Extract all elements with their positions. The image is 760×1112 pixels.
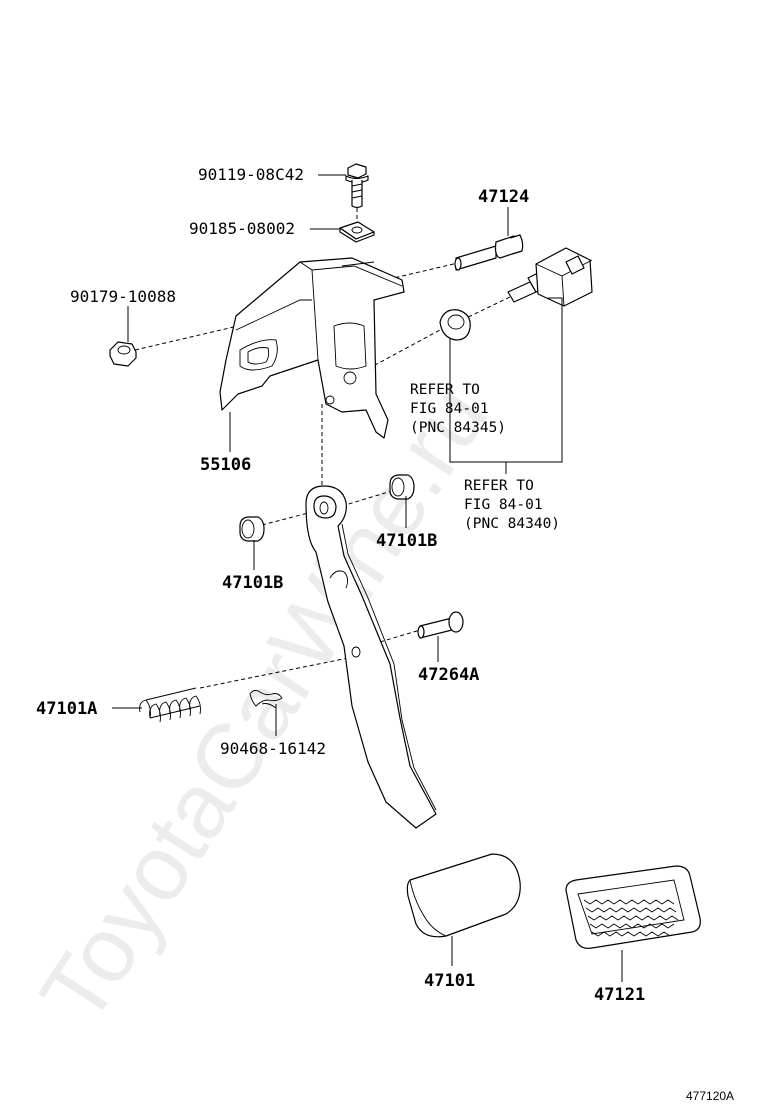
note-line: REFER TO [410, 382, 480, 398]
label-clip-90468: 90468-16142 [220, 739, 326, 758]
square-washer-icon [339, 221, 375, 243]
pad-tread-pattern [583, 899, 679, 937]
reference-note-84345: REFER TO FIG 84-01 (PNC 84345) [410, 382, 506, 436]
note-line: FIG 84-01 [464, 497, 543, 513]
label-spring-47101a: 47101A [36, 699, 97, 719]
brake-pedal-arm-icon [305, 485, 521, 938]
label-bushing-47101b-right: 47101B [376, 531, 437, 551]
label-pedal-47101: 47101 [424, 971, 475, 991]
reference-note-84340: REFER TO FIG 84-01 (PNC 84340) [464, 478, 560, 532]
note-line: REFER TO [464, 478, 534, 494]
leader-lines [112, 174, 623, 982]
note-line: (PNC 84345) [410, 420, 506, 436]
bushing-left-icon [239, 516, 265, 542]
pedal-stopper-cushion-icon [439, 309, 471, 341]
label-pin-47264a: 47264A [418, 665, 479, 685]
pedal-pad-icon [565, 865, 701, 949]
label-bolt-90119: 90119-08C42 [198, 165, 304, 184]
label-bolt-47124: 47124 [478, 187, 529, 207]
return-spring-icon [139, 687, 201, 723]
clevis-pin-icon [417, 611, 464, 639]
pedal-shaft-bolt-icon [454, 234, 524, 271]
stop-lamp-switch-icon [507, 247, 593, 307]
part-labels: 90119-08C42 90185-08002 90179-10088 5510… [36, 165, 645, 1005]
label-bushing-47101b-left: 47101B [222, 573, 283, 593]
pedal-bracket-icon [219, 257, 405, 439]
label-nut-90179: 90179-10088 [70, 287, 176, 306]
note-line: (PNC 84340) [464, 516, 560, 532]
note-line: FIG 84-01 [410, 401, 489, 417]
bushing-right-icon [389, 474, 415, 500]
label-bracket-55106: 55106 [200, 455, 251, 475]
label-washer-90185: 90185-08002 [189, 219, 295, 238]
figure-id: 477120A [686, 1089, 734, 1103]
spring-clip-icon [249, 689, 283, 709]
flange-bolt-icon [345, 163, 369, 222]
label-pad-47121: 47121 [594, 985, 645, 1005]
flange-nut-icon [109, 341, 137, 367]
